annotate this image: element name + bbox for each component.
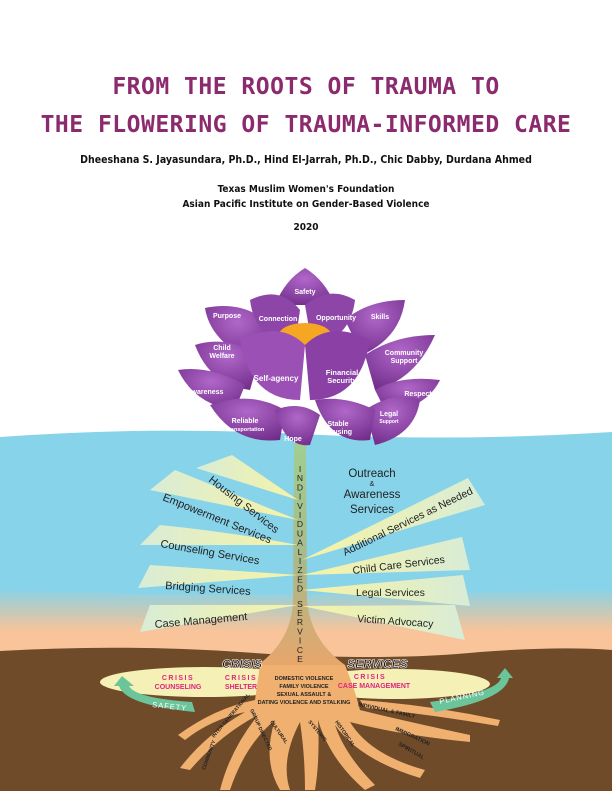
root-center-line-4: DATING VIOLENCE AND STALKING: [258, 700, 351, 706]
crisis-counseling-1: CRISIS: [162, 675, 194, 682]
petal-legal: Legal: [380, 411, 398, 418]
petal-support: Support: [379, 419, 398, 425]
left-service-rays: [138, 455, 298, 632]
title-line-2: THE FLOWERING OF TRAUMA-INFORMED CARE: [40, 112, 572, 138]
publication-year: 2020: [293, 222, 319, 233]
petal-respect: Respect: [404, 391, 432, 398]
services-heading: SERVICES: [347, 657, 408, 671]
flower: [178, 268, 440, 446]
petal-opportunity: Opportunity: [316, 315, 356, 322]
safety-arrow-icon: [114, 676, 195, 712]
outreach-heading-1: Outreach: [348, 468, 395, 480]
petal-transportation: Transportation: [226, 427, 265, 433]
outreach-heading-2: &: [370, 481, 375, 488]
authors: Dheeshana S. Jayasundara, Ph.D., Hind El…: [80, 154, 532, 166]
stem: [258, 440, 345, 665]
organization-1: Texas Muslim Women's Foundation: [217, 184, 395, 195]
roots: [178, 665, 500, 790]
service-legal: Legal Services: [356, 587, 425, 599]
service-victim-advocacy: Victim Advocacy: [357, 613, 435, 630]
crisis-case-mgmt-1: CRISIS: [354, 674, 386, 681]
crisis-shelter-1: CRISIS: [225, 675, 257, 682]
title-line-1: FROM THE ROOTS OF TRAUMA TO: [112, 74, 500, 100]
root-center-line-1: DOMESTIC VIOLENCE: [275, 676, 334, 682]
organization-2: Asian Pacific Institute on Gender-Based …: [182, 199, 430, 210]
root-center-line-3: SEXUAL ASSAULT &: [277, 692, 332, 698]
petal-purpose: Purpose: [213, 313, 241, 320]
right-service-rays: [302, 478, 485, 640]
flower-illustration: Housing Services Empowerment Services Co…: [0, 268, 612, 791]
petal-hope: Hope: [284, 436, 302, 443]
safety-label: SAFETY: [152, 700, 188, 713]
outreach-heading-4: Services: [350, 504, 394, 516]
petal-awareness: Awareness: [187, 389, 224, 396]
petal-connection: Connection: [259, 316, 298, 323]
outreach-heading-3: Awareness: [344, 489, 401, 501]
crisis-heading: CRISIS: [222, 657, 262, 671]
petal-self-agency: Self-agency: [254, 374, 299, 383]
petal-reliable: Reliable: [232, 418, 259, 425]
crisis-case-mgmt-2: CASE MANAGEMENT: [338, 683, 411, 690]
planning-arrow-icon: [430, 668, 513, 712]
petal-skills: Skills: [371, 314, 389, 321]
service-bridging: Bridging Services: [165, 580, 252, 598]
crisis-shelter-2: SHELTER: [225, 684, 257, 691]
root-center-line-2: FAMILY VIOLENCE: [279, 684, 329, 690]
crisis-counseling-2: COUNSELING: [155, 684, 202, 691]
petal-safety: Safety: [294, 289, 315, 296]
